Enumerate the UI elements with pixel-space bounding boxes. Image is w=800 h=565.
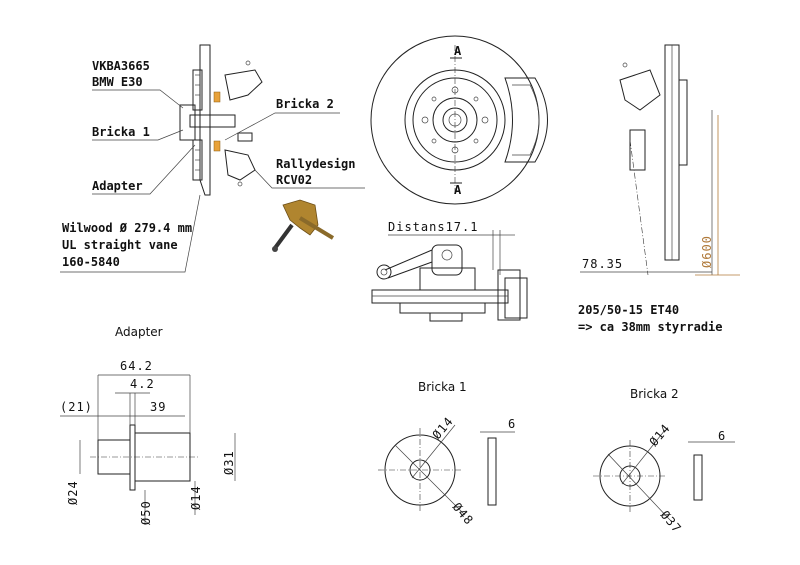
label-bearing-car: BMW E30: [92, 75, 143, 89]
bricka2-thickness: 6: [718, 429, 726, 443]
adapter-drawing: [60, 374, 236, 525]
disc-side-view: [580, 44, 740, 276]
adapter-dia-left: Ø24: [66, 480, 80, 505]
bricka2-title: Bricka 2: [630, 387, 679, 401]
adapter-total-length: 64.2: [120, 359, 153, 373]
bricka2-washer-top: [213, 91, 221, 103]
bricka1-thickness: 6: [508, 417, 516, 431]
bricka2-drawing: [593, 429, 735, 521]
spacer-label: Distans17.1: [388, 220, 478, 234]
scrub-radius-note: => ca 38mm styrradie: [578, 320, 723, 334]
label-disc-line2: UL straight vane: [62, 238, 178, 252]
label-bricka2: Bricka 2: [276, 97, 334, 111]
label-bearing-part: VKBA3665: [92, 59, 150, 73]
adapter-dia-flange: Ø50: [139, 500, 153, 525]
bricka1-drawing: [378, 424, 515, 516]
label-disc-line1: Wilwood Ø 279.4 mm: [62, 221, 192, 235]
bricka2-outer-dia: Ø37: [658, 508, 685, 536]
bricka2-washer-bottom: [213, 140, 221, 152]
adapter-left-length: (21): [60, 400, 93, 414]
assembly-section-view: [60, 44, 365, 273]
label-disc-line3: 160-5840: [62, 255, 120, 269]
upright-photo: [272, 199, 335, 252]
label-adapter: Adapter: [92, 179, 143, 193]
adapter-title: Adapter: [115, 325, 163, 339]
label-bricka1: Bricka 1: [92, 125, 150, 139]
label-upright-model: RCV02: [276, 173, 312, 187]
adapter-flange-thickness: 4.2: [130, 377, 155, 391]
tire-spec: 205/50-15 ET40: [578, 303, 679, 317]
offset-dimension: 78.35: [582, 257, 623, 271]
adapter-right-length: 39: [150, 400, 166, 414]
adapter-dia-right: Ø31: [222, 450, 236, 475]
section-mark-top: A: [454, 44, 462, 58]
bricka1-title: Bricka 1: [418, 380, 467, 394]
section-mark-bottom: A: [454, 183, 462, 197]
disc-top-view: [371, 230, 528, 322]
bricka2-inner-dia: Ø14: [647, 421, 674, 449]
adapter-dia-bore: Ø14: [189, 485, 203, 510]
wheel-diameter-dimension: Ø600: [700, 235, 714, 268]
label-upright-brand: Rallydesign: [276, 157, 355, 171]
disc-front-view: [370, 35, 548, 205]
